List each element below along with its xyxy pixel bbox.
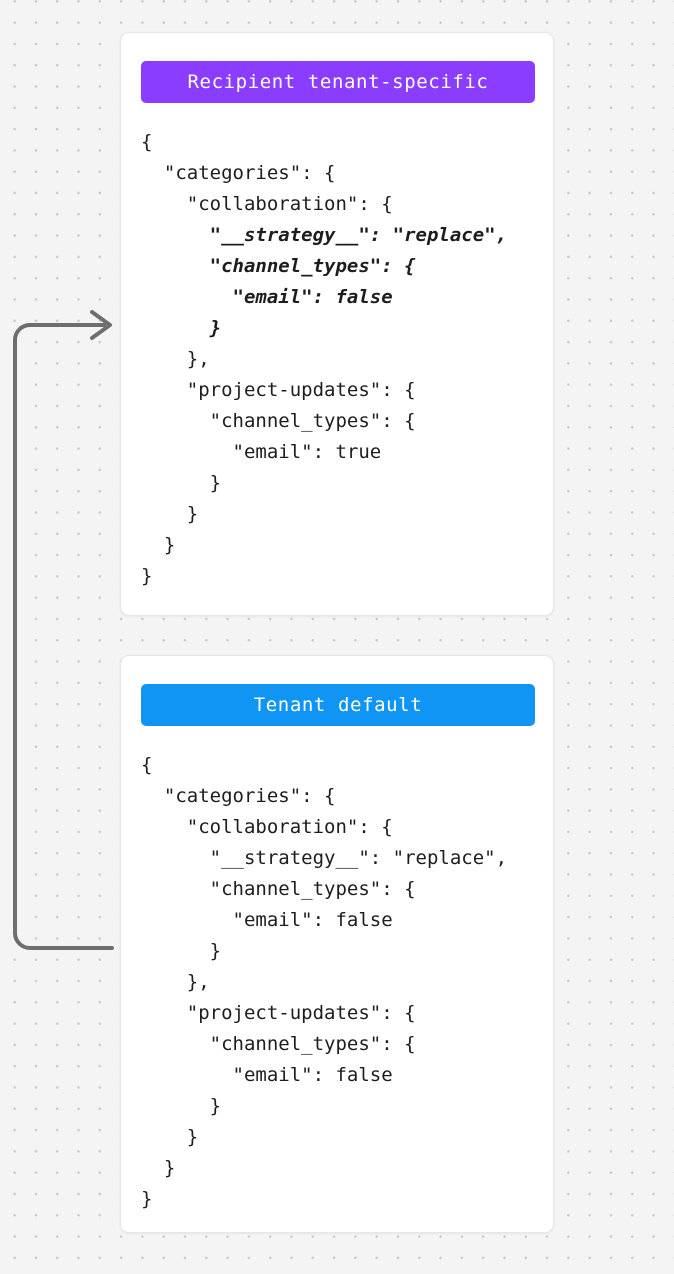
code-line: "email": false [141, 1064, 393, 1086]
code-line: "categories": { [141, 785, 336, 807]
code-line: "project-updates": { [141, 379, 416, 401]
code-block-tenant-default: { "categories": { "collaboration": { "__… [141, 750, 537, 1215]
code-line: } [141, 1188, 153, 1210]
code-line: } [141, 940, 222, 962]
card-header-tenant-default: Tenant default [141, 684, 535, 726]
code-line: "email": false [141, 909, 393, 931]
code-line: } [141, 534, 176, 556]
code-line: } [141, 1157, 176, 1179]
code-block-recipient-tenant-specific: { "categories": { "collaboration": { "__… [141, 127, 537, 592]
code-line: } [141, 472, 222, 494]
flow-arrow-path [13, 323, 114, 950]
code-line: } [141, 1095, 222, 1117]
code-line: "channel_types": { [141, 410, 416, 432]
card-header-recipient-tenant-specific: Recipient tenant-specific [141, 61, 535, 103]
code-line: } [141, 1126, 199, 1148]
code-line: "__strategy__": "replace", [141, 847, 508, 869]
code-line: "channel_types": { [141, 878, 416, 900]
code-line: "channel_types": { [141, 1033, 416, 1055]
code-line: "collaboration": { [141, 816, 393, 838]
flow-arrowhead-icon [90, 310, 112, 340]
code-line: "project-updates": { [141, 1002, 416, 1024]
card-tenant-default[interactable]: Tenant default { "categories": { "collab… [120, 655, 554, 1233]
code-line: "collaboration": { [141, 193, 393, 215]
code-line: { [141, 754, 153, 776]
code-line: } [141, 317, 222, 339]
code-line: } [141, 565, 153, 587]
code-line: "categories": { [141, 162, 336, 184]
code-line: }, [141, 348, 210, 370]
code-line: { [141, 131, 153, 153]
code-line: "channel_types": { [141, 255, 416, 277]
code-line: }, [141, 971, 210, 993]
code-line: "__strategy__": "replace", [141, 224, 508, 246]
code-line: "email": true [141, 441, 382, 463]
card-recipient-tenant-specific[interactable]: Recipient tenant-specific { "categories"… [120, 32, 554, 616]
code-line: } [141, 503, 199, 525]
code-line: "email": false [141, 286, 393, 308]
